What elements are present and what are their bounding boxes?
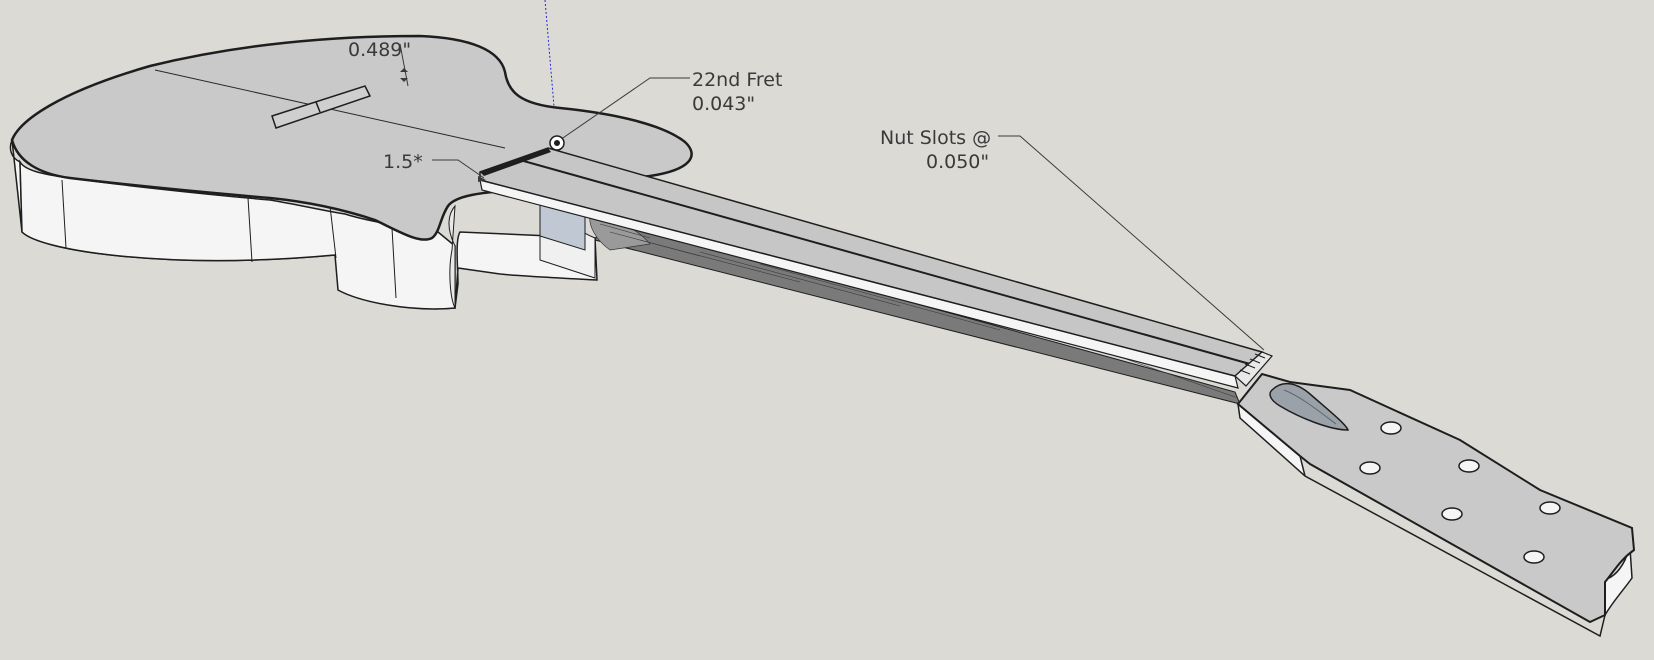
angle-dimension-label[interactable]: 1.5* (383, 151, 423, 173)
fret-label-value[interactable]: 0.043" (692, 93, 755, 115)
guitar-neck[interactable] (479, 147, 1274, 405)
guitar-headstock[interactable] (1236, 372, 1636, 638)
tuner-holes[interactable] (1359, 421, 1561, 564)
nut-label-value[interactable]: 0.050" (926, 151, 989, 173)
fret-label-title[interactable]: 22nd Fret (692, 69, 782, 91)
bridge-slot[interactable] (271, 85, 372, 129)
tuner-hole[interactable] (1539, 501, 1561, 515)
tuner-hole[interactable] (1523, 550, 1545, 564)
tuner-hole[interactable] (1380, 421, 1402, 435)
depth-dimension-label[interactable]: 0.489" (348, 39, 411, 61)
inference-point-icon[interactable] (549, 135, 565, 151)
annotation-leaders (432, 77, 1265, 351)
tuner-hole[interactable] (1458, 459, 1480, 473)
tuner-hole[interactable] (1359, 461, 1381, 475)
tuner-hole[interactable] (1441, 507, 1463, 521)
nut-label-title[interactable]: Nut Slots @ (880, 127, 991, 149)
